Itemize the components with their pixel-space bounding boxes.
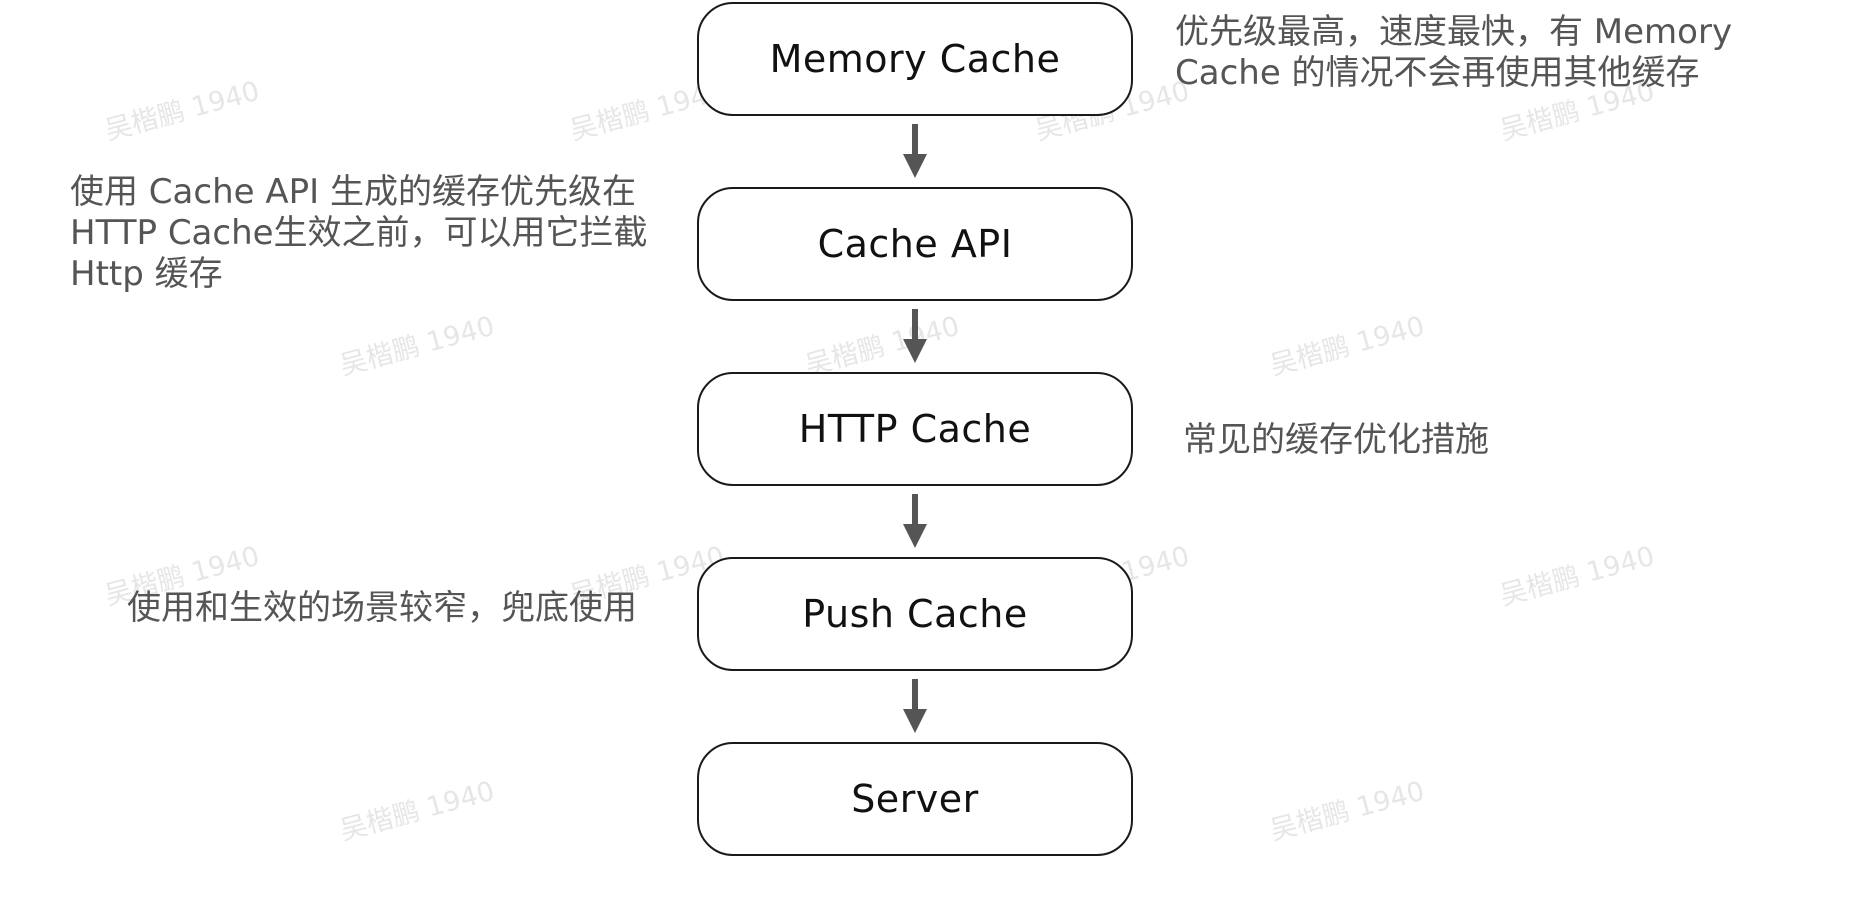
arrow-down-icon [903,124,927,178]
node-memory-cache: Memory Cache [697,2,1133,116]
note-http-cache: 常见的缓存优化措施 [1183,420,1489,460]
watermark: 吴楷鹏 1940 [336,310,498,382]
arrow-down-icon [903,679,927,733]
watermark: 吴楷鹏 1940 [1496,540,1658,612]
watermark: 吴楷鹏 1940 [801,310,963,382]
node-push-cache: Push Cache [697,557,1133,671]
watermark: 吴楷鹏 1940 [336,775,498,847]
watermark: 吴楷鹏 1940 [1266,310,1428,382]
note-memory-cache: 优先级最高，速度最快，有 Memory Cache 的情况不会再使用其他缓存 [1175,12,1743,93]
node-http-cache: HTTP Cache [697,372,1133,486]
note-push-cache: 使用和生效的场景较窄，兜底使用 [127,588,637,628]
arrow-down-icon [903,309,927,363]
note-cache-api: 使用 Cache API 生成的缓存优先级在 HTTP Cache生效之前，可以… [70,172,659,294]
arrow-down-icon [903,494,927,548]
watermark: 吴楷鹏 1940 [101,75,263,147]
node-cache-api: Cache API [697,187,1133,301]
node-server: Server [697,742,1133,856]
watermark: 吴楷鹏 1940 [1266,775,1428,847]
